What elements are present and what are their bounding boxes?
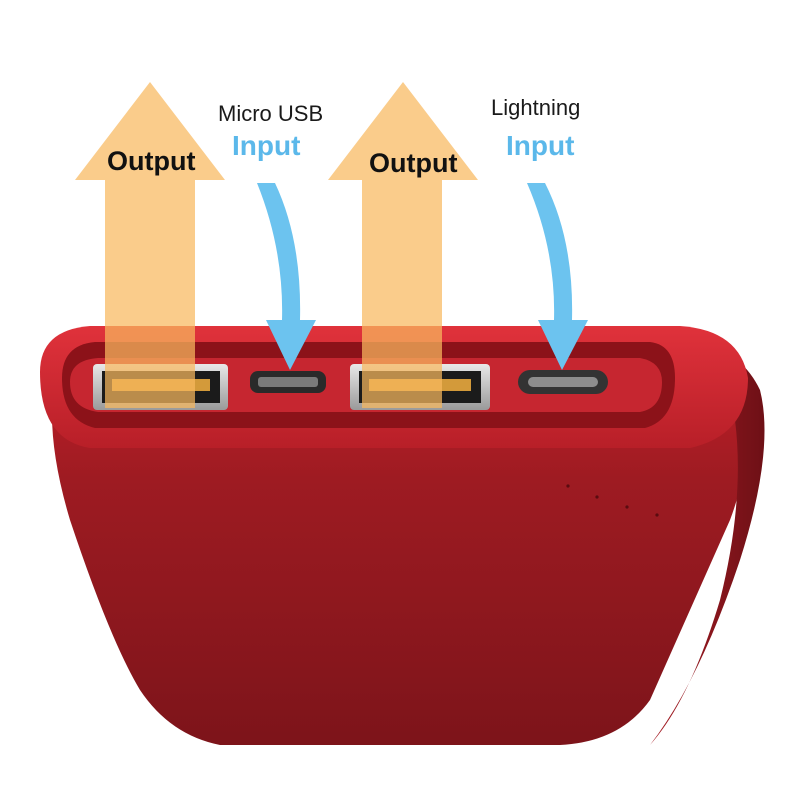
lightning-input-label: Input — [506, 130, 575, 161]
micro-usb-input-label: Input — [232, 130, 301, 161]
lightning-caption: Lightning — [491, 95, 581, 120]
input-arrow-micro-usb — [257, 183, 316, 370]
output-arrow-right — [328, 82, 478, 408]
output-label-right: Output — [369, 148, 458, 178]
input-arrow-lightning — [527, 183, 588, 370]
lightning-port — [518, 370, 608, 394]
output-label-left: Output — [107, 146, 196, 176]
micro-usb-port — [250, 371, 326, 393]
output-arrow-left — [75, 82, 225, 408]
micro-usb-caption: Micro USB — [218, 101, 324, 126]
